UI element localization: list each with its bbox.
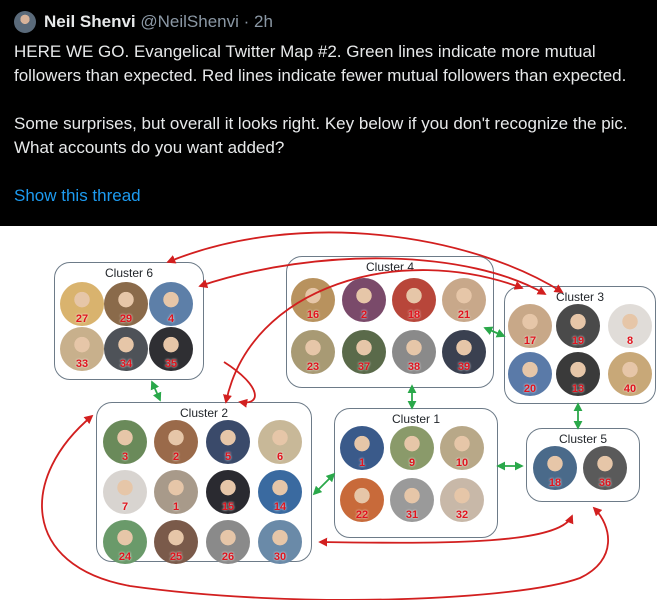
account-number-label: 4 bbox=[167, 313, 175, 325]
green-link-4-3 bbox=[483, 326, 506, 338]
account-number-label: 40 bbox=[623, 383, 637, 395]
account-photo: 25 bbox=[154, 520, 198, 564]
account-number-label: 20 bbox=[523, 383, 537, 395]
account-number-label: 25 bbox=[169, 551, 183, 563]
account-photo: 33 bbox=[60, 327, 104, 371]
cluster-title: Cluster 6 bbox=[104, 266, 154, 280]
account-number-label: 29 bbox=[119, 313, 133, 325]
cluster-title: Cluster 3 bbox=[555, 290, 605, 304]
tweet-header: Neil Shenvi @NeilShenvi · 2h bbox=[44, 10, 273, 34]
show-thread-link[interactable]: Show this thread bbox=[14, 186, 141, 205]
red-link-6-3-top bbox=[166, 231, 564, 293]
account-number-label: 30 bbox=[273, 551, 287, 563]
account-photo: 27 bbox=[60, 282, 104, 326]
tweet-text: HERE WE GO. Evangelical Twitter Map #2. … bbox=[14, 40, 644, 160]
red-link-6-2 bbox=[223, 361, 256, 408]
account-photo: 35 bbox=[149, 327, 193, 371]
account-photo: 34 bbox=[104, 327, 148, 371]
green-link-6-2 bbox=[150, 380, 162, 402]
account-photo: 19 bbox=[556, 304, 600, 348]
account-photo: 26 bbox=[206, 520, 250, 564]
account-number-label: 35 bbox=[164, 358, 178, 370]
account-number-label: 8 bbox=[626, 335, 634, 347]
account-photo: 30 bbox=[258, 520, 302, 564]
red-link-2-3 bbox=[223, 269, 524, 404]
red-link-2-5-inner bbox=[318, 514, 574, 547]
tweet-timestamp[interactable]: 2h bbox=[254, 12, 273, 31]
cluster-links bbox=[41, 231, 609, 600]
tweet-paragraph-2: Some surprises, but overall it looks rig… bbox=[14, 114, 628, 157]
account-number-label: 19 bbox=[571, 335, 585, 347]
account-number-label: 24 bbox=[118, 551, 132, 563]
green-link-2-1 bbox=[312, 472, 336, 496]
account-number-label: 34 bbox=[119, 358, 133, 370]
red-link-6-3 bbox=[198, 257, 547, 295]
account-number-label: 33 bbox=[75, 358, 89, 370]
author-name[interactable]: Neil Shenvi bbox=[44, 12, 136, 31]
account-photo: 40 bbox=[608, 352, 652, 396]
account-photo: 13 bbox=[556, 352, 600, 396]
account-number-label: 17 bbox=[523, 335, 537, 347]
account-number-label: 27 bbox=[75, 313, 89, 325]
account-photo: 24 bbox=[103, 520, 147, 564]
account-photo: 29 bbox=[104, 282, 148, 326]
account-number-label: 26 bbox=[221, 551, 235, 563]
tweet[interactable]: Neil Shenvi @NeilShenvi · 2h HERE WE GO.… bbox=[0, 0, 657, 226]
red-link-6-5-outer bbox=[41, 414, 609, 600]
account-number-label: 13 bbox=[571, 383, 585, 395]
author-handle[interactable]: @NeilShenvi bbox=[140, 12, 239, 31]
separator-dot: · bbox=[243, 12, 250, 31]
author-avatar[interactable] bbox=[14, 11, 36, 33]
tweet-paragraph-1: HERE WE GO. Evangelical Twitter Map #2. … bbox=[14, 42, 627, 85]
account-photo: 8 bbox=[608, 304, 652, 348]
